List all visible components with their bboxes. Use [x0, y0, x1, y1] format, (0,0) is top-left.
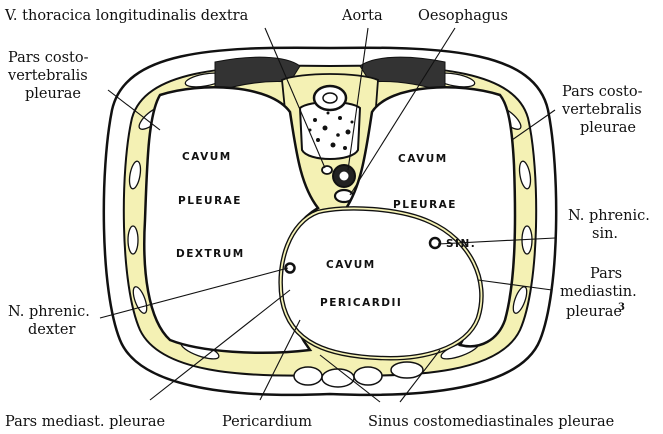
sin-label: SIN.: [446, 238, 476, 250]
label-pars-costo-left-3: pleurae: [25, 86, 81, 102]
label-pars-costo-right-1: Pars costo-: [562, 84, 643, 100]
label-pars-mediast-pleurae: Pars mediast. pleurae: [5, 414, 165, 430]
label-pericardium: Pericardium: [222, 414, 312, 430]
label-pars-mediastin-sup: 3: [618, 302, 625, 313]
label-aorta: Aorta: [341, 8, 383, 24]
label-n-phrenic-dexter-2: dexter: [28, 322, 75, 338]
label-n-phrenic-sin-2: sin.: [592, 226, 618, 242]
pericardii-label: PERICARDII: [320, 297, 402, 309]
pleurae-right-label: PLEURAE: [393, 199, 457, 211]
cavum-right-label: CAVUM: [398, 153, 448, 165]
label-n-phrenic-sin-1: N. phrenic.: [568, 208, 650, 224]
n-phrenic-sin-mark: [430, 238, 440, 248]
label-pars-costo-left-2: vertebralis: [7, 68, 88, 84]
label-pars-costo-right-3: pleurae: [580, 120, 636, 136]
label-oesophagus: Oesophagus: [418, 8, 508, 24]
label-pars-mediastin-3: pleurae: [566, 304, 622, 320]
label-n-phrenic-dexter-1: N. phrenic.: [8, 304, 90, 320]
label-sinus: Sinus costomediastinales pleurae: [368, 414, 614, 430]
cavum-pericardii-label: CAVUM: [326, 259, 376, 271]
label-v-thoracica: V. thoracica longitudinalis dextra: [4, 8, 249, 24]
dextrum-label: DEXTRUM: [176, 248, 245, 260]
v-thoracica: [322, 166, 332, 174]
label-pars-mediastin-1: Pars: [590, 266, 622, 282]
cavum-left-label: CAVUM: [182, 151, 232, 163]
label-pars-mediastin-2: mediastin.: [560, 284, 637, 300]
label-pars-costo-right-2: vertebralis: [561, 102, 642, 118]
pleurae-left-label: PLEURAE: [178, 195, 242, 207]
label-pars-costo-left-1: Pars costo-: [8, 50, 89, 66]
